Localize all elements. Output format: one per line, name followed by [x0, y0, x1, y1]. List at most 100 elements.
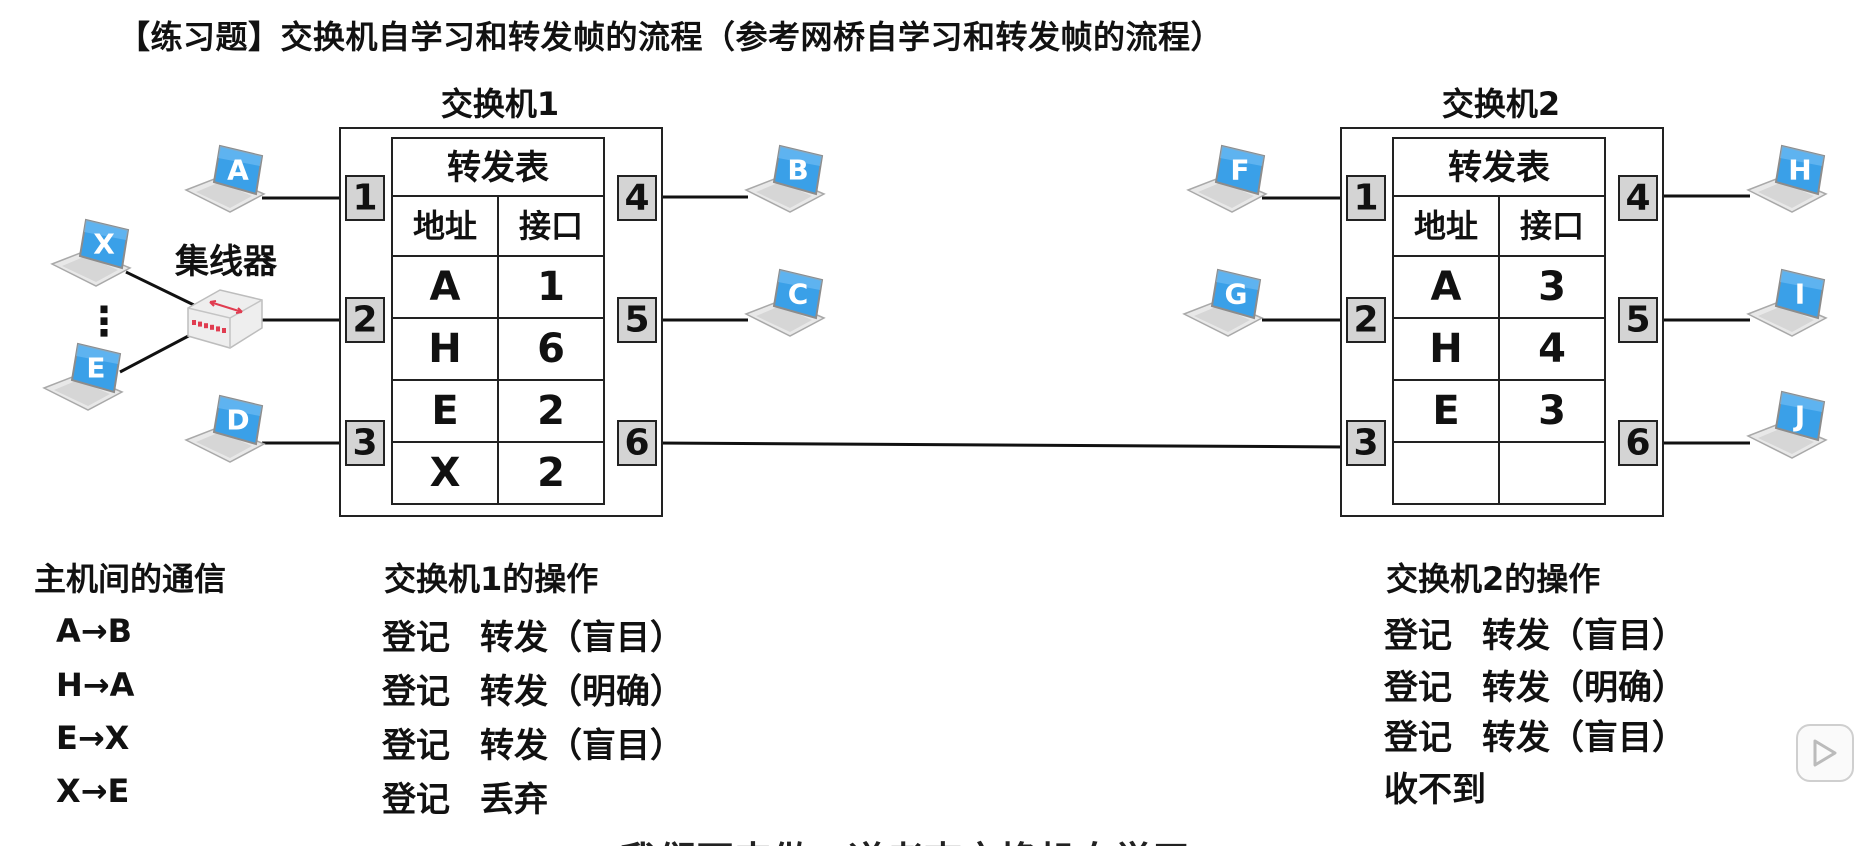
host-label: B [787, 154, 808, 187]
op-action: 转发（明确） [480, 672, 684, 712]
laptop-icon: A [184, 144, 266, 213]
port-label: 1 [352, 178, 377, 219]
table-header: 地址 [1414, 207, 1478, 245]
table-title: 转发表 [1448, 148, 1550, 188]
table-cell: H [1429, 326, 1462, 372]
port-label: 2 [352, 300, 377, 341]
switch-label: 交换机2 [1442, 85, 1560, 123]
switch2-op: 收不到 [1384, 762, 1486, 811]
port-label: 3 [1353, 423, 1378, 464]
port-box [1618, 420, 1658, 466]
port-label: 4 [1625, 178, 1650, 219]
host-label: J [1793, 400, 1805, 433]
op-register: 登记 [1384, 668, 1452, 708]
video-subtitle: 我们再来做一道考查交换机自学习 [620, 830, 1190, 846]
switch2-ops-title: 交换机2的操作 [1386, 560, 1601, 598]
host-label: E [86, 352, 105, 385]
table-cell: E [431, 388, 458, 434]
port-box [1346, 175, 1386, 221]
switch1-op: 登记转发（盲目） [382, 610, 684, 659]
table-cell: E [1432, 388, 1459, 434]
port-label: 5 [1625, 300, 1650, 341]
switch1-op: 登记转发（盲目） [382, 718, 684, 767]
switch1-ops-title: 交换机1的操作 [384, 560, 599, 598]
table-header: 接口 [519, 207, 583, 245]
op-register: 登记 [1384, 616, 1452, 656]
play-icon [1813, 739, 1837, 767]
port-box [617, 297, 657, 343]
table-cell: 3 [1538, 388, 1566, 434]
table-header: 地址 [413, 207, 477, 245]
table-cell: A [430, 264, 461, 310]
port-label: 2 [1353, 300, 1378, 341]
switch1-op: 登记转发（明确） [382, 664, 684, 713]
port-box [617, 420, 657, 466]
port-box [1618, 175, 1658, 221]
op-register: 登记 [1384, 718, 1452, 758]
host-label: H [1788, 154, 1811, 187]
op-action: 丢弃 [480, 780, 548, 820]
communication-item: E→X [56, 719, 130, 757]
switch2-op: 登记转发（盲目） [1384, 608, 1686, 657]
port-label: 6 [624, 423, 649, 464]
host-label: X [93, 228, 115, 261]
port-box [617, 175, 657, 221]
op-action: 转发（盲目） [480, 726, 684, 766]
port-box [1346, 420, 1386, 466]
laptop-icon: C [744, 268, 826, 337]
host-label: I [1795, 278, 1805, 311]
play-button[interactable] [1796, 724, 1854, 782]
hub-icon [187, 289, 263, 349]
communication-item: H→A [56, 666, 135, 704]
laptop-icon: B [744, 144, 826, 213]
port-label: 5 [624, 300, 649, 341]
laptop-icon: H [1746, 144, 1828, 213]
laptop-icon: F [1186, 144, 1268, 213]
slide-title: 【练习题】交换机自学习和转发帧的流程（参考网桥自学习和转发帧的流程） [118, 18, 1224, 56]
cable [125, 270, 197, 308]
port-box [1618, 297, 1658, 343]
op-register: 登记 [382, 672, 450, 712]
host-label: D [226, 404, 249, 437]
laptop-icon: X [50, 218, 132, 287]
laptop-icon: I [1746, 268, 1828, 337]
port-label: 6 [1625, 423, 1650, 464]
ellipsis-mark: ⋮ [84, 299, 124, 345]
table-cell: 1 [537, 264, 565, 310]
laptop-icon: J [1746, 390, 1828, 459]
cable [119, 330, 197, 374]
port-box [345, 420, 385, 466]
host-label: F [1230, 154, 1249, 187]
host-label: C [788, 278, 809, 311]
table-cell: 6 [537, 326, 565, 372]
table-cell: X [430, 450, 461, 496]
switch2-op: 登记转发（盲目） [1384, 710, 1686, 759]
table-cell: 2 [537, 388, 565, 434]
port-box [345, 175, 385, 221]
switch1-op: 登记丢弃 [382, 772, 548, 821]
table-cell: 4 [1538, 326, 1566, 372]
table-header: 接口 [1520, 207, 1584, 245]
port-label: 4 [624, 178, 649, 219]
switch-frame [339, 127, 663, 517]
op-action: 转发（明确） [1482, 668, 1686, 708]
communication-item: A→B [56, 612, 132, 650]
cable [655, 441, 1348, 449]
host-label: A [227, 154, 249, 187]
table-cell: 2 [537, 450, 565, 496]
table-cell: H [428, 326, 461, 372]
table-cell: A [1431, 264, 1462, 310]
port-label: 3 [352, 423, 377, 464]
switch-label: 交换机1 [441, 85, 559, 123]
op-register: 登记 [382, 780, 450, 820]
op-action: 转发（盲目） [1482, 718, 1686, 758]
op-action: 转发（盲目） [1482, 616, 1686, 656]
port-label: 1 [1353, 178, 1378, 219]
switch2-op: 登记转发（明确） [1384, 660, 1686, 709]
table-cell: 3 [1538, 264, 1566, 310]
switch-frame [1340, 127, 1664, 517]
hub-label: 集线器 [174, 242, 278, 282]
op-register: 登记 [382, 618, 450, 658]
